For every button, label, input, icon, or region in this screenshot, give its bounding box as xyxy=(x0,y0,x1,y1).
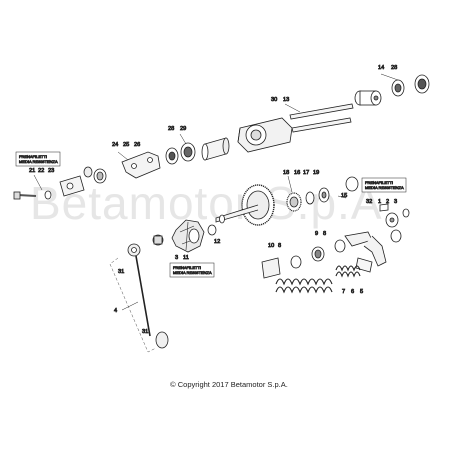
label-14: 14 xyxy=(378,65,384,71)
label-17: 17 xyxy=(303,170,309,176)
label-25: 25 xyxy=(123,142,129,148)
part-washer-right[interactable] xyxy=(345,176,359,192)
label-10: 10 xyxy=(268,243,274,249)
label-23: 23 xyxy=(48,168,54,174)
label-15: 15 xyxy=(341,193,347,199)
note-box-center: FRENAFILETTI MEDIA RESISTENZA xyxy=(169,262,215,278)
label-5: 5 xyxy=(360,289,363,295)
callout-labels: 14 28 30 13 24 25 26 28 29 21 22 23 18 1… xyxy=(29,65,398,336)
part-bearing-cap-top-right[interactable] xyxy=(354,74,430,106)
part-shaft-bearings-center[interactable] xyxy=(165,137,230,165)
label-22: 22 xyxy=(38,168,44,174)
watermark: Betamotor S.p.A xyxy=(30,177,383,229)
label-28-top: 28 xyxy=(391,65,397,71)
part-kick-rod[interactable] xyxy=(109,243,169,353)
note-right-line1: FRENAFILETTI xyxy=(365,180,393,185)
part-selector-lever[interactable] xyxy=(344,229,402,273)
label-28-mid: 28 xyxy=(168,126,174,132)
label-18: 18 xyxy=(283,170,289,176)
note-left-line2: MEDIA RESISTENZA xyxy=(19,159,58,164)
part-sleeves-middle[interactable] xyxy=(261,239,346,279)
note-box-right: FRENAFILETTI MEDIA RESISTENZA xyxy=(361,177,407,193)
label-3-left: 3 xyxy=(175,255,178,261)
label-4: 4 xyxy=(114,308,117,314)
label-1: 1 xyxy=(378,199,381,205)
label-13: 13 xyxy=(283,97,289,103)
part-star-wheel[interactable] xyxy=(152,219,217,253)
note-center-line1: FRENAFILETTI xyxy=(173,265,201,270)
label-7: 7 xyxy=(342,289,345,295)
label-21: 21 xyxy=(29,168,35,174)
part-bracket[interactable] xyxy=(83,151,161,184)
part-main-gear[interactable] xyxy=(215,184,330,226)
label-24: 24 xyxy=(112,142,118,148)
part-right-small-parts[interactable] xyxy=(379,203,410,228)
label-29: 29 xyxy=(180,126,186,132)
label-32: 32 xyxy=(366,199,372,205)
label-2: 2 xyxy=(386,199,389,205)
copyright-notice: © Copyright 2017 Betamotor S.p.A. xyxy=(170,380,288,389)
label-12: 12 xyxy=(214,239,220,245)
label-9: 9 xyxy=(315,231,318,237)
note-left-line1: FRENAFILETTI xyxy=(19,154,47,159)
label-6: 6 xyxy=(351,289,354,295)
label-31-top: 31 xyxy=(118,269,124,275)
part-left-lever[interactable] xyxy=(13,175,85,200)
note-right-line2: MEDIA RESISTENZA xyxy=(365,185,404,190)
label-30: 30 xyxy=(271,97,277,103)
part-eccentric-block[interactable] xyxy=(237,117,293,153)
label-11: 11 xyxy=(183,255,189,261)
label-31-bottom: 31 xyxy=(142,329,148,335)
part-springs[interactable] xyxy=(275,265,361,294)
label-26: 26 xyxy=(134,142,140,148)
label-19: 19 xyxy=(313,170,319,176)
note-center-line2: MEDIA RESISTENZA xyxy=(173,270,212,275)
label-8-left: 8 xyxy=(278,243,281,249)
note-box-left: FRENAFILETTI MEDIA RESISTENZA xyxy=(15,151,61,167)
label-8-right: 8 xyxy=(323,231,326,237)
label-16: 16 xyxy=(294,170,300,176)
part-rods[interactable] xyxy=(289,103,354,133)
label-3-right: 3 xyxy=(394,199,397,205)
